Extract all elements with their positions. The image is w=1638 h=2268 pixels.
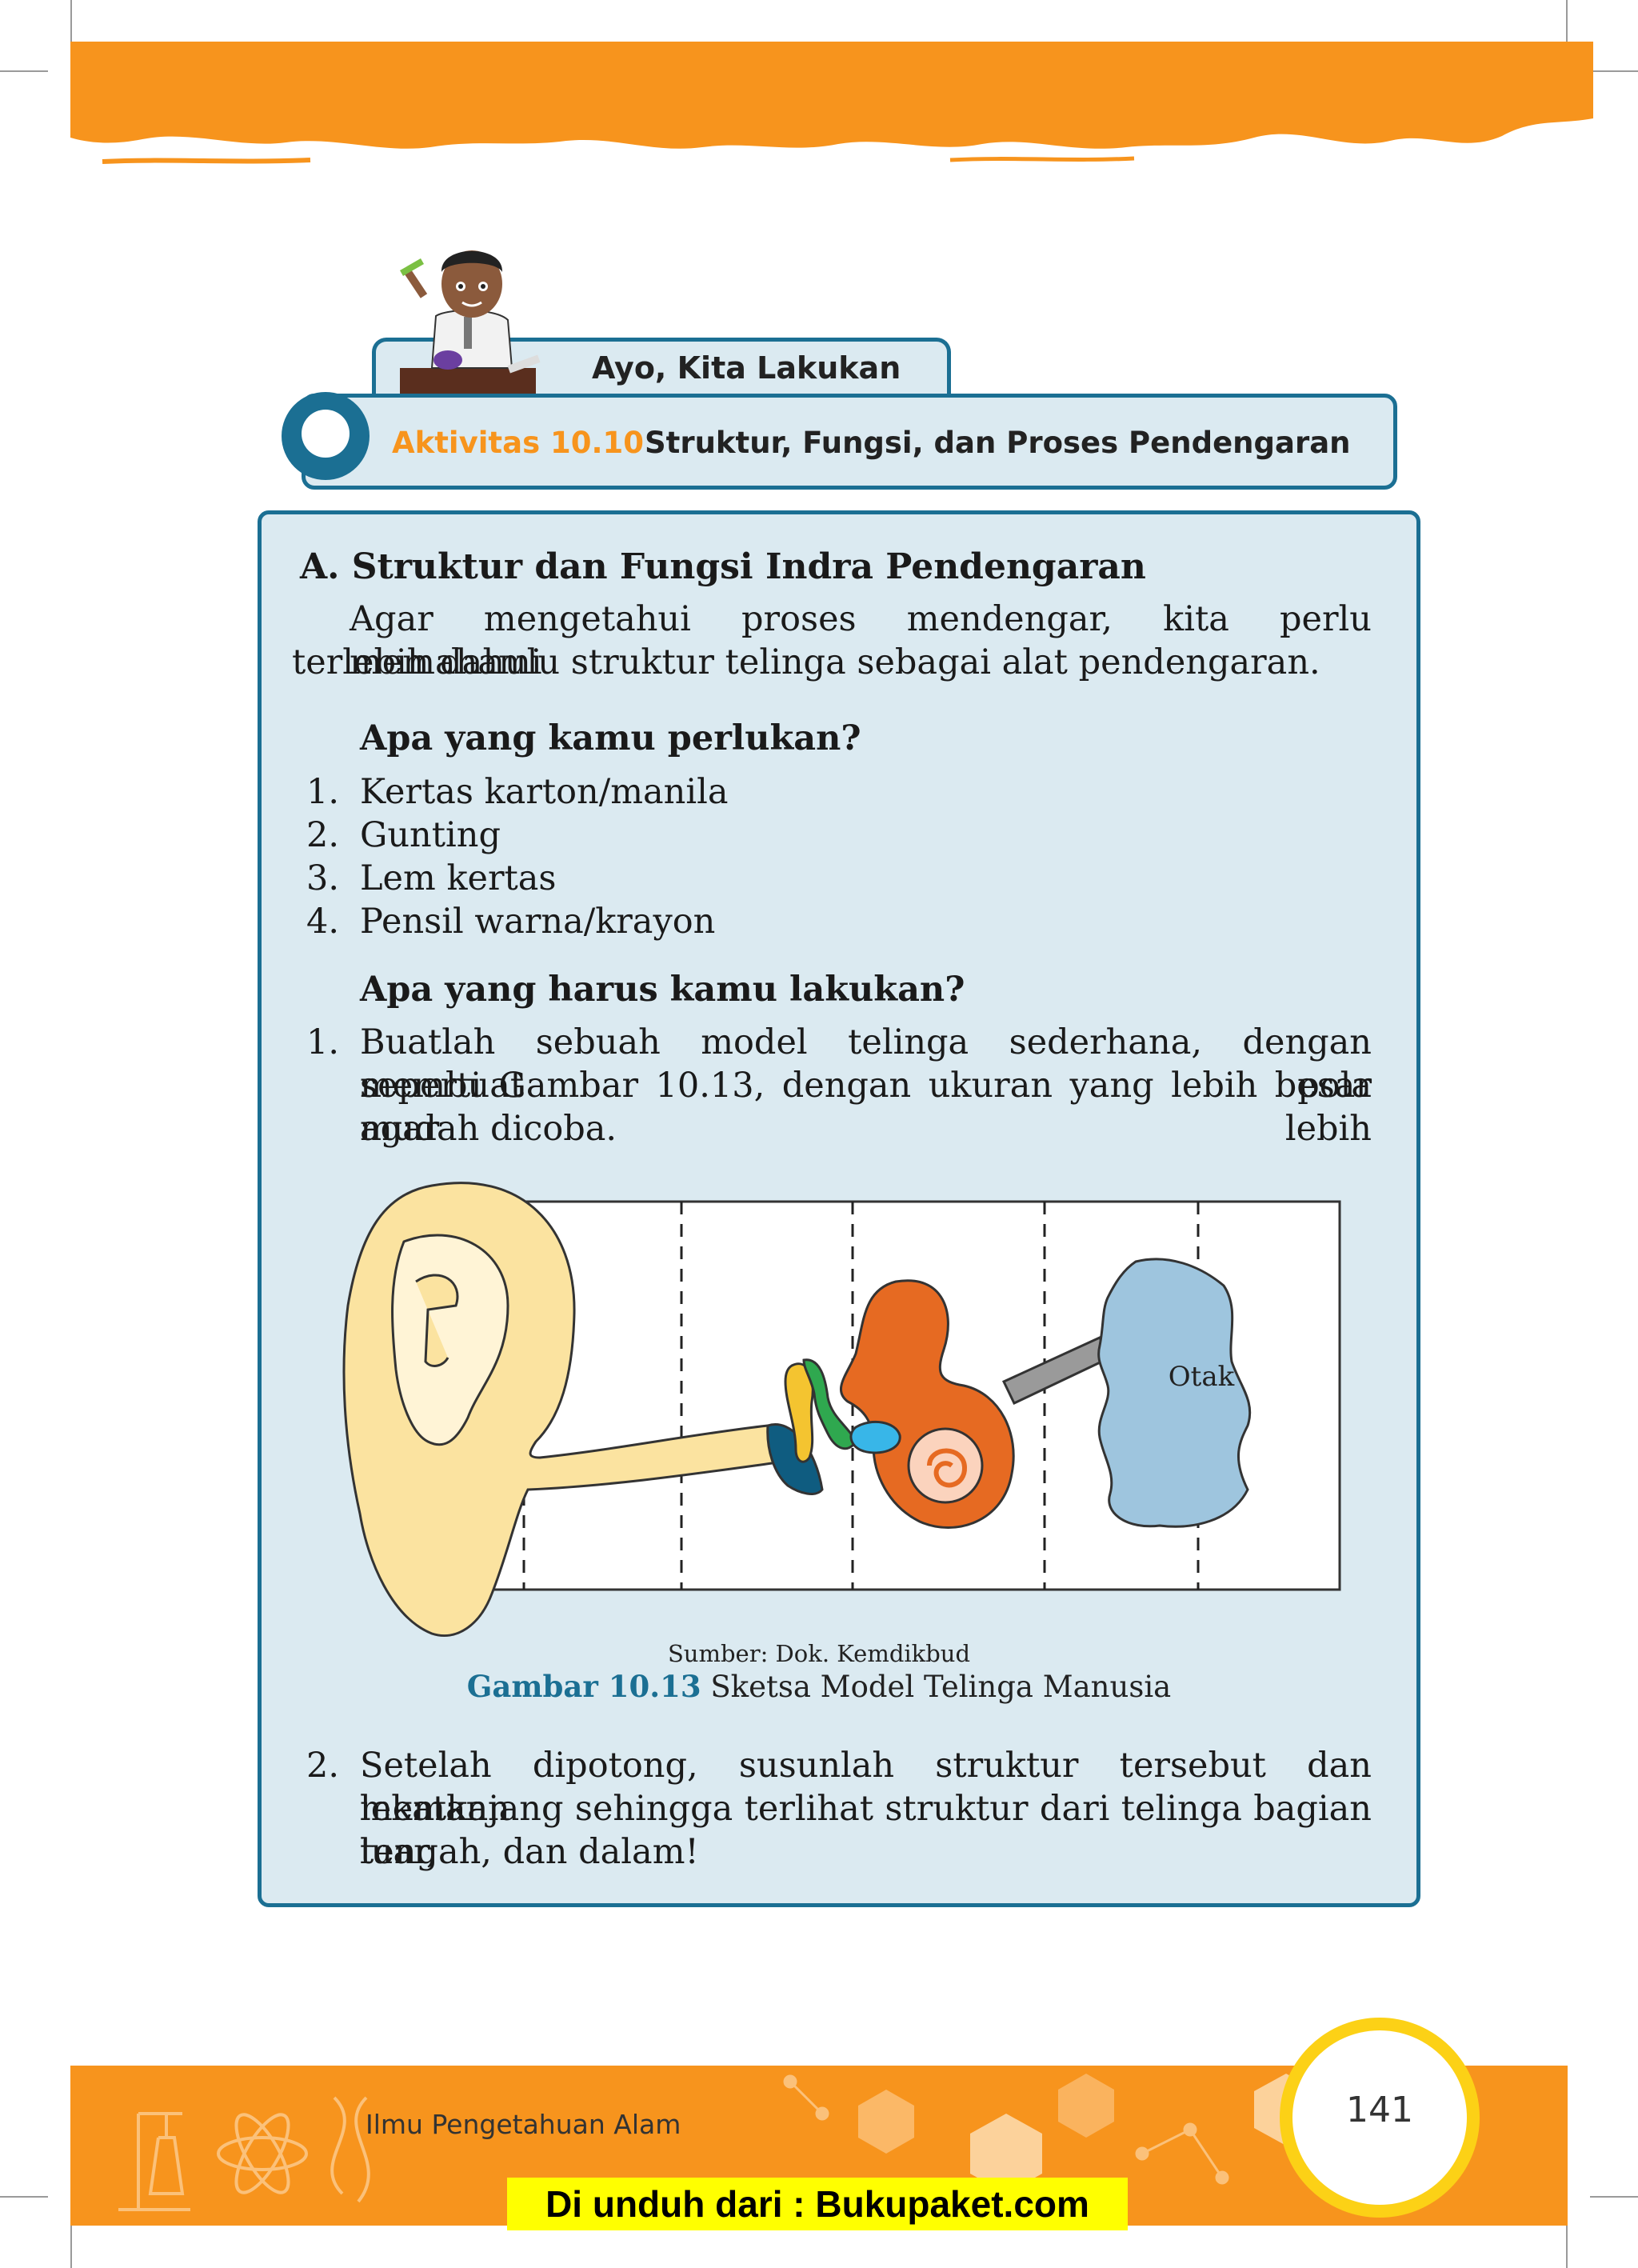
list-item: Pensil warna/krayon [360, 902, 716, 942]
header-band [70, 42, 1593, 164]
list-item-number: 3. [306, 858, 339, 898]
activity-tab-label: Ayo, Kita Lakukan [592, 350, 901, 386]
oval-window-shape [849, 1420, 901, 1454]
list-item-number: 1. [306, 772, 339, 812]
crop-mark [1590, 2196, 1638, 2198]
activity-title: Struktur, Fungsi, dan Proses Pendengaran [645, 426, 1351, 460]
student-mascot-icon [400, 250, 541, 394]
brain-shape [1097, 1258, 1252, 1528]
figure-caption-text: Sketsa Model Telinga Manusia [701, 1670, 1172, 1704]
step-1-line-1: Buatlah sebuah model telinga sederhana, … [360, 1022, 1372, 1106]
ring-icon-hole [302, 410, 350, 458]
crop-mark [0, 70, 48, 72]
crop-mark [1590, 70, 1638, 72]
list-item-number: 4. [306, 902, 339, 942]
step-number: 1. [306, 1022, 339, 1062]
list-item: Lem kertas [360, 858, 557, 898]
list-item-number: 2. [306, 815, 339, 855]
step-1-line-3: mudah dicoba. [360, 1109, 617, 1149]
page-number: 141 [1346, 2090, 1413, 2130]
figure-caption-label: Gambar 10.13 [466, 1669, 701, 1704]
crop-mark [0, 2196, 48, 2198]
steps-heading: Apa yang harus kamu lakukan? [360, 970, 965, 1010]
crop-mark [70, 0, 72, 48]
materials-heading: Apa yang kamu perlukan? [360, 718, 861, 758]
activity-title-bar [302, 394, 1397, 490]
download-watermark: Di unduh dari : Bukupaket.com [507, 2178, 1128, 2230]
brain-label: Otak [1169, 1361, 1235, 1393]
figure-source: Sumber: Dok. Kemdikbud [667, 1640, 971, 1667]
intro-line-1: Agar mengetahui proses mendengar, kita p… [350, 599, 1372, 682]
crop-mark [1566, 2224, 1568, 2268]
crop-mark [1566, 0, 1568, 48]
intro-line-2: terlebih dahulu struktur telinga sebagai… [292, 642, 1320, 682]
figure-caption: Gambar 10.13 Sketsa Model Telinga Manusi… [0, 1669, 1638, 1704]
ear-model-figure: Otak [342, 1182, 1341, 1638]
step-2-line-2: memanjang sehingga terlihat struktur dar… [360, 1789, 1372, 1872]
book-title: Ilmu Pengetahuan Alam [366, 2109, 681, 2140]
section-heading: A. Struktur dan Fungsi Indra Pendengaran [300, 546, 1146, 587]
activity-number: Aktivitas 10.10 [392, 426, 645, 460]
science-decoration-icon [118, 2096, 370, 2211]
crop-mark [70, 2224, 72, 2268]
ossicle-yellow-shape [784, 1362, 814, 1463]
step-1-line-2: seperti Gambar 10.13, dengan ukuran yang… [360, 1066, 1372, 1149]
step-number: 2. [306, 1746, 339, 1786]
list-item: Kertas karton/manila [360, 772, 729, 812]
step-2-line-3: tengah, dan dalam! [360, 1832, 699, 1872]
step-2-line-1: Setelah dipotong, susunlah struktur ters… [360, 1746, 1372, 1829]
ossicle-green-shape [802, 1358, 857, 1450]
list-item: Gunting [360, 815, 501, 855]
